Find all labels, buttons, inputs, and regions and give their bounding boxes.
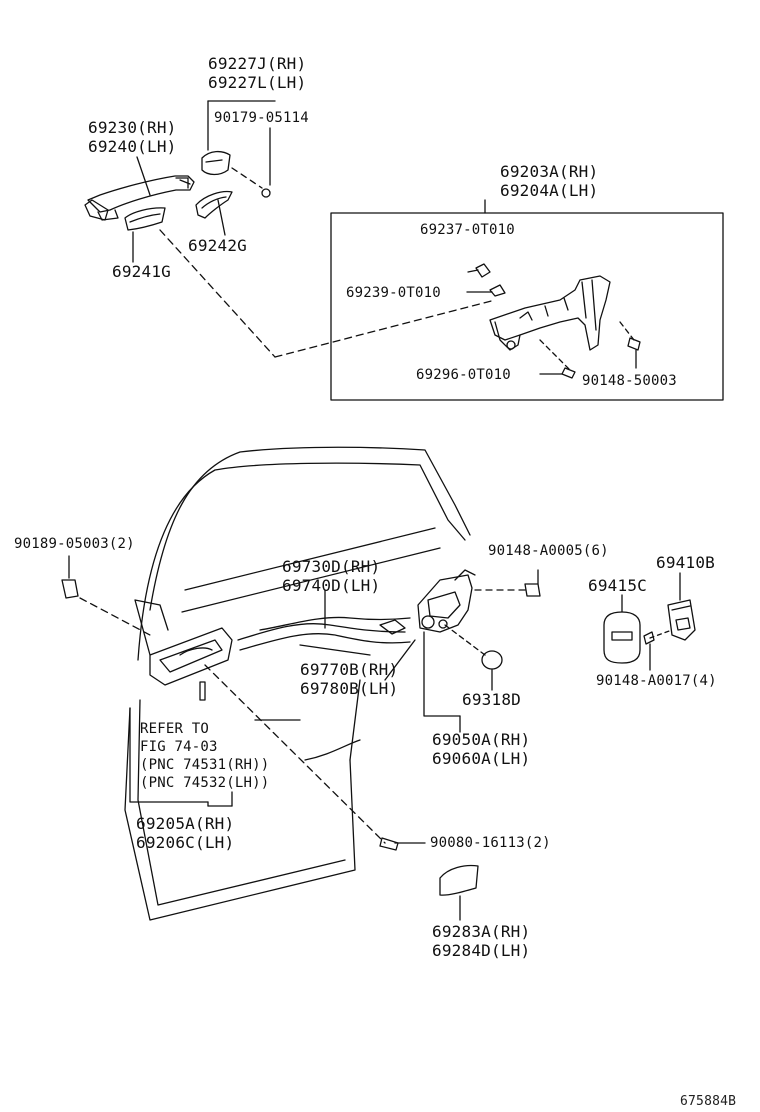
lower-leaders	[129, 707, 361, 807]
label-69050A: 69050A(RH) 69060A(LH)	[432, 730, 531, 768]
label-69205A: 69205A(RH) 69206C(LH)	[136, 814, 235, 852]
label-90148-A0005: 90148-A0005(6)	[488, 543, 609, 559]
frame-assembly	[274, 263, 641, 379]
label-69318D: 69318D	[462, 690, 521, 709]
label-69242G: 69242G	[188, 236, 247, 255]
label-69241G: 69241G	[112, 262, 171, 281]
label-69239-0T010: 69239-0T010	[346, 285, 441, 301]
label-69730D: 69730D(RH) 69740D(LH)	[282, 557, 381, 595]
label-69283A: 69283A(RH) 69284D(LH)	[432, 922, 531, 960]
door-lock	[417, 569, 541, 733]
pad-69242G	[195, 190, 233, 219]
pad-69241G	[124, 207, 276, 358]
frame-box	[330, 212, 724, 401]
refer-note: REFER TO FIG 74-03 (PNC 74531(RH)) (PNC …	[140, 721, 270, 791]
label-90189-05003: 90189-05003(2)	[14, 536, 135, 552]
label-69770B: 69770B(RH) 69780B(LH)	[300, 660, 399, 698]
label-90148-50003: 90148-50003	[582, 373, 677, 389]
label-69227: 69227J(RH) 69227L(LH)	[208, 54, 307, 92]
outside-handle	[84, 175, 195, 221]
label-90179-05114: 90179-05114	[214, 110, 309, 126]
door-body	[124, 446, 471, 921]
striker	[603, 572, 696, 671]
label-69237-0T010: 69237-0T010	[420, 222, 515, 238]
label-69410B: 69410B	[656, 553, 715, 572]
figure-id: 675884B	[680, 1094, 737, 1109]
label-90148-A0017: 90148-A0017(4)	[596, 673, 717, 689]
label-69203A: 69203A(RH) 69204A(LH)	[500, 162, 599, 200]
cover-69283	[379, 837, 479, 921]
label-69415C: 69415C	[588, 576, 647, 595]
label-69296-0T010: 69296-0T010	[416, 367, 511, 383]
inside-handle	[61, 555, 386, 844]
label-90080-16113: 90080-16113(2)	[430, 835, 551, 851]
control-cables	[237, 589, 416, 681]
label-69230: 69230(RH) 69240(LH)	[88, 118, 177, 156]
handle-cap	[201, 150, 271, 198]
